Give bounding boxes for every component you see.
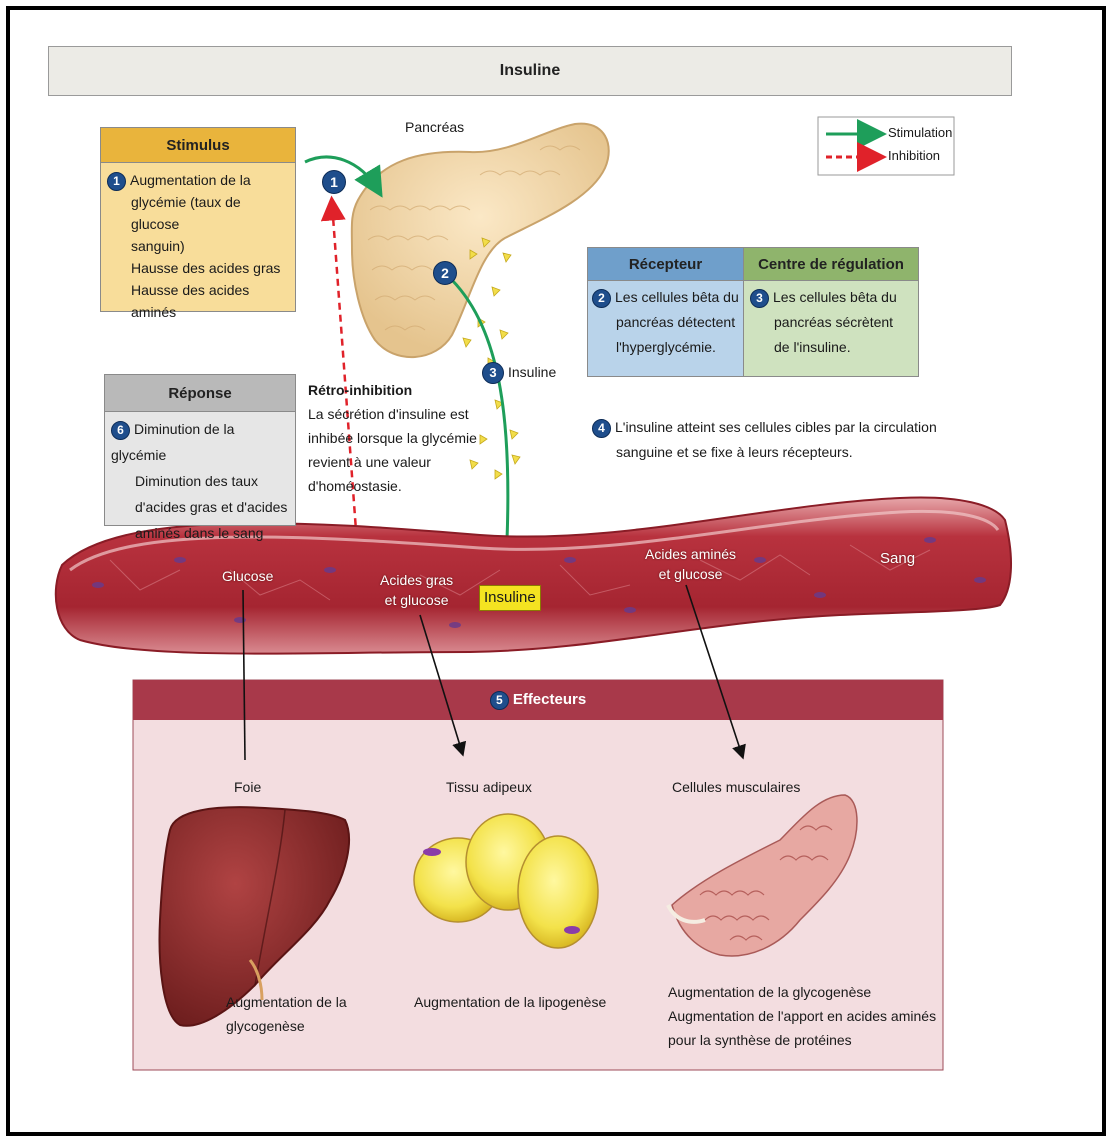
retro-line: La sécrétion d'insuline est xyxy=(308,402,477,426)
stimulus-header: Stimulus xyxy=(101,128,295,163)
adipeux-desc: Augmentation de la lipogenèse xyxy=(414,990,606,1014)
vessel-insuline-label: Insuline xyxy=(479,585,541,611)
adipeux-desc-line: Augmentation de la lipogenèse xyxy=(414,990,606,1014)
vessel-acides-amines-label: Acides aminés et glucose xyxy=(645,544,736,584)
vessel-acides-amines-line: Acides aminés xyxy=(645,544,736,564)
recepteur-line: pancréas détectent xyxy=(592,310,739,335)
foie-desc-line: glycogenèse xyxy=(226,1014,347,1038)
recepteur-line: l'hyperglycémie. xyxy=(592,335,739,360)
marker-1: 1 xyxy=(322,170,350,194)
step-4-line: L'insuline atteint ses cellules cibles p… xyxy=(615,419,937,435)
reponse-line: d'acides gras et d'acides xyxy=(111,494,291,520)
recepteur-line: Les cellules bêta du xyxy=(615,289,739,305)
reponse-header: Réponse xyxy=(105,375,295,412)
step-2-badge: 2 xyxy=(592,289,611,308)
muscle-desc-line: pour la synthèse de protéines xyxy=(668,1028,936,1052)
legend-stimulation-label: Stimulation xyxy=(888,124,952,142)
foie-label: Foie xyxy=(234,776,261,798)
stimulus-line: sanguin) xyxy=(107,235,289,257)
muscle-desc: Augmentation de la glycogenèse Augmentat… xyxy=(668,980,936,1052)
vessel-acides-gras-line: Acides gras xyxy=(380,570,453,590)
muscle-desc-line: Augmentation de la glycogenèse xyxy=(668,980,936,1004)
vessel-sang-label: Sang xyxy=(880,548,915,570)
reponse-line: Diminution des taux xyxy=(111,468,291,494)
centre-regulation-header: Centre de régulation xyxy=(744,248,918,281)
retro-line: revient à une valeur xyxy=(308,450,477,474)
insuline-step-label: Insuline xyxy=(508,364,556,380)
step-4-line: sanguine et se fixe à leurs récepteurs. xyxy=(592,440,937,465)
reponse-line: aminés dans le sang xyxy=(111,520,291,546)
stimulus-line: Hausse des acides gras xyxy=(107,257,289,279)
retro-line: inhibée lorsque la glycémie xyxy=(308,426,477,450)
pancreas-label: Pancréas xyxy=(405,116,464,138)
centre-line: Les cellules bêta du xyxy=(773,289,897,305)
retro-inhibition-title: Rétro-inhibition xyxy=(308,378,477,402)
stimulus-line: Hausse des acides aminés xyxy=(107,279,289,323)
step-3-badge: 3 xyxy=(750,289,769,308)
centre-line: de l'insuline. xyxy=(750,335,914,360)
marker-1-badge: 1 xyxy=(322,170,346,194)
stimulus-line: Augmentation de la xyxy=(130,172,251,188)
cellules-musculaires-label: Cellules musculaires xyxy=(672,776,800,798)
marker-2: 2 xyxy=(433,261,461,285)
centre-line: pancréas sécrètent xyxy=(750,310,914,335)
marker-2-badge: 2 xyxy=(433,261,457,285)
marker-3-badge: 3 xyxy=(482,362,504,384)
step-1-badge: 1 xyxy=(107,172,126,191)
vessel-acides-amines-line: et glucose xyxy=(645,564,736,584)
vessel-acides-gras-line: et glucose xyxy=(380,590,453,610)
step-6-badge: 6 xyxy=(111,421,130,440)
retro-line: d'homéostasie. xyxy=(308,474,477,498)
foie-desc-line: Augmentation de la xyxy=(226,990,347,1014)
step-4-badge: 4 xyxy=(592,419,611,438)
muscle-desc-line: Augmentation de l'apport en acides aminé… xyxy=(668,1004,936,1028)
stimulus-line: glycémie (taux de glucose xyxy=(107,191,289,235)
vessel-acides-gras-label: Acides gras et glucose xyxy=(380,570,453,610)
step-5-badge: 5 xyxy=(490,691,509,710)
tissu-adipeux-label: Tissu adipeux xyxy=(446,776,532,798)
legend-inhibition-label: Inhibition xyxy=(888,147,940,165)
vessel-glucose-label: Glucose xyxy=(222,565,273,587)
effecteurs-title: Effecteurs xyxy=(513,691,586,708)
retro-inhibition-text: Rétro-inhibition La sécrétion d'insuline… xyxy=(308,378,477,498)
foie-desc: Augmentation de la glycogenèse xyxy=(226,990,347,1038)
recepteur-header: Récepteur xyxy=(588,248,743,281)
